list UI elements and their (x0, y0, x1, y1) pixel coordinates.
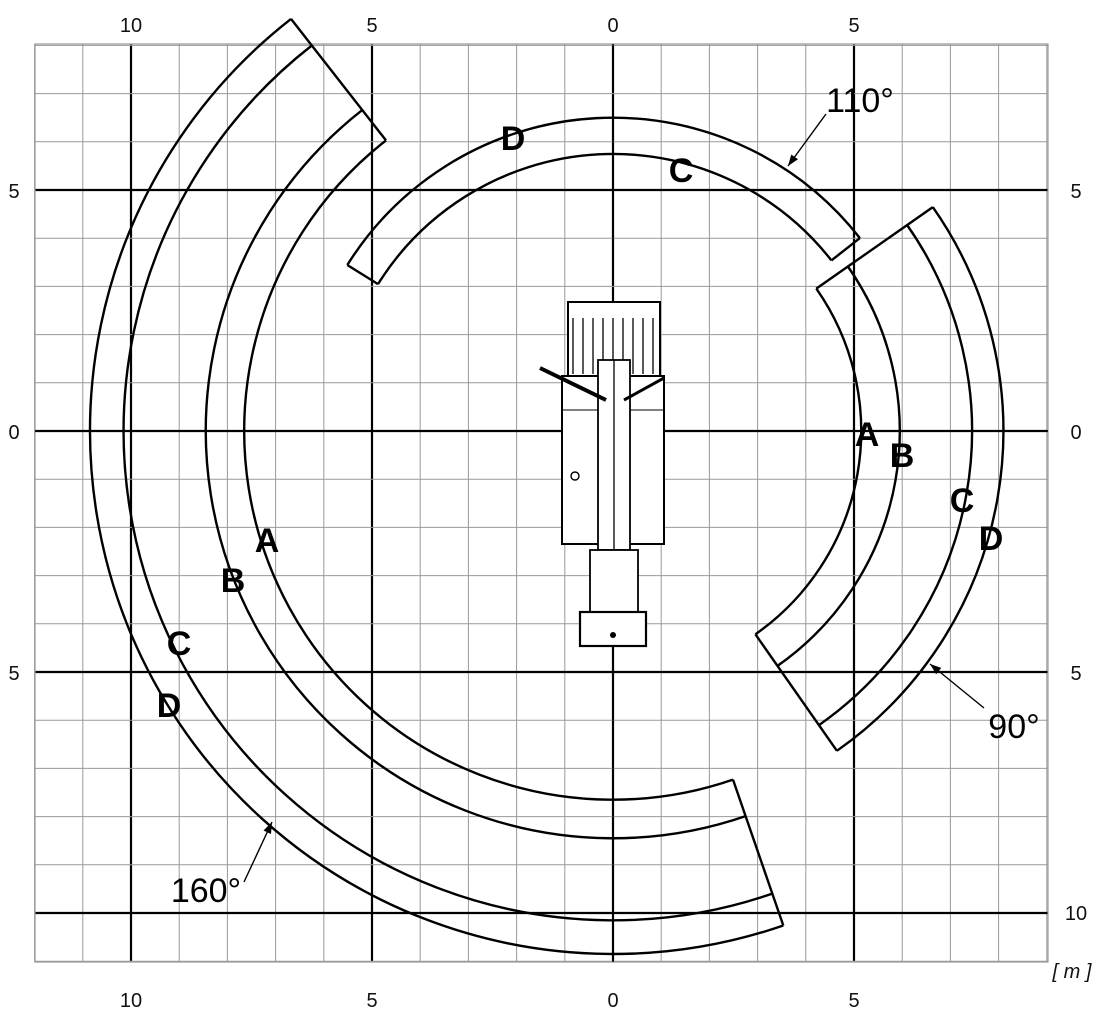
machine-top-view (539, 301, 665, 648)
sector-edge-90-start (815, 206, 934, 290)
zone-label-c-left: C (167, 625, 192, 663)
machine-basket (578, 610, 648, 648)
sector-edge-160-end (731, 779, 785, 926)
working-range-arcs (88, 17, 1005, 956)
arc-b-160 (204, 109, 746, 840)
axes (35, 44, 1048, 962)
x-tick-bottom-10: 10 (120, 990, 142, 1012)
sector-edge-110-start (346, 263, 379, 286)
angle-label-110: 110° (826, 82, 894, 120)
arc-d-90 (836, 206, 1005, 752)
x-tick-top-5-left: 5 (366, 15, 377, 37)
zone-label-c-top: C (669, 152, 694, 190)
y-tick-left-0: 0 (8, 422, 19, 444)
zone-label-a-left: A (255, 522, 280, 560)
leader-110-head (788, 154, 798, 166)
arc-b-90 (776, 265, 901, 667)
machine-body-detail (570, 471, 580, 481)
sector-edge-160-start (290, 18, 387, 142)
zone-label-b-right: B (890, 437, 915, 475)
y-tick-left-5-bottom: 5 (8, 663, 19, 685)
y-tick-right-0: 0 (1070, 422, 1081, 444)
angle-label-90: 90° (988, 708, 1039, 746)
arc-d-110 (346, 116, 861, 266)
y-tick-left-5-top: 5 (8, 181, 19, 203)
arc-c-160 (122, 44, 773, 922)
sector-edge-110-end (830, 237, 861, 262)
x-tick-top-5-right: 5 (848, 15, 859, 37)
sector-edge-90-end (754, 633, 838, 752)
zone-label-d-left: D (157, 687, 182, 725)
x-tick-bottom-0: 0 (607, 990, 618, 1012)
x-tick-bottom-5-right: 5 (848, 990, 859, 1012)
zone-label-c-right: C (950, 482, 975, 520)
machine-boom-base (589, 549, 639, 613)
unit-label: [ m ] (1052, 961, 1092, 983)
angle-label-160: 160° (171, 872, 241, 910)
machine-arm-left (539, 366, 607, 402)
y-tick-right-10: 10 (1065, 903, 1087, 925)
leader-90-head (930, 664, 942, 675)
zone-label-d-right: D (979, 520, 1004, 558)
zone-label-d-top: D (501, 120, 526, 158)
machine-basket-pivot (610, 632, 616, 638)
grid-border (34, 43, 1049, 963)
leader-90 (929, 663, 985, 709)
y-tick-right-5-top: 5 (1070, 181, 1081, 203)
arc-a-160 (243, 139, 734, 801)
zone-label-a-right: A (855, 416, 880, 454)
arc-c-110 (376, 152, 833, 285)
arc-a-90 (754, 287, 863, 636)
machine-arm-right (623, 376, 665, 402)
grid (34, 43, 1049, 963)
x-tick-top-0: 0 (607, 15, 618, 37)
arc-d-160 (88, 17, 784, 956)
leader-160-head (263, 822, 272, 834)
arc-c-90 (818, 224, 974, 727)
y-tick-right-5-bottom: 5 (1070, 663, 1081, 685)
zone-label-b-left: B (221, 562, 246, 600)
x-tick-bottom-5-left: 5 (366, 990, 377, 1012)
x-tick-top-10: 10 (120, 15, 142, 37)
